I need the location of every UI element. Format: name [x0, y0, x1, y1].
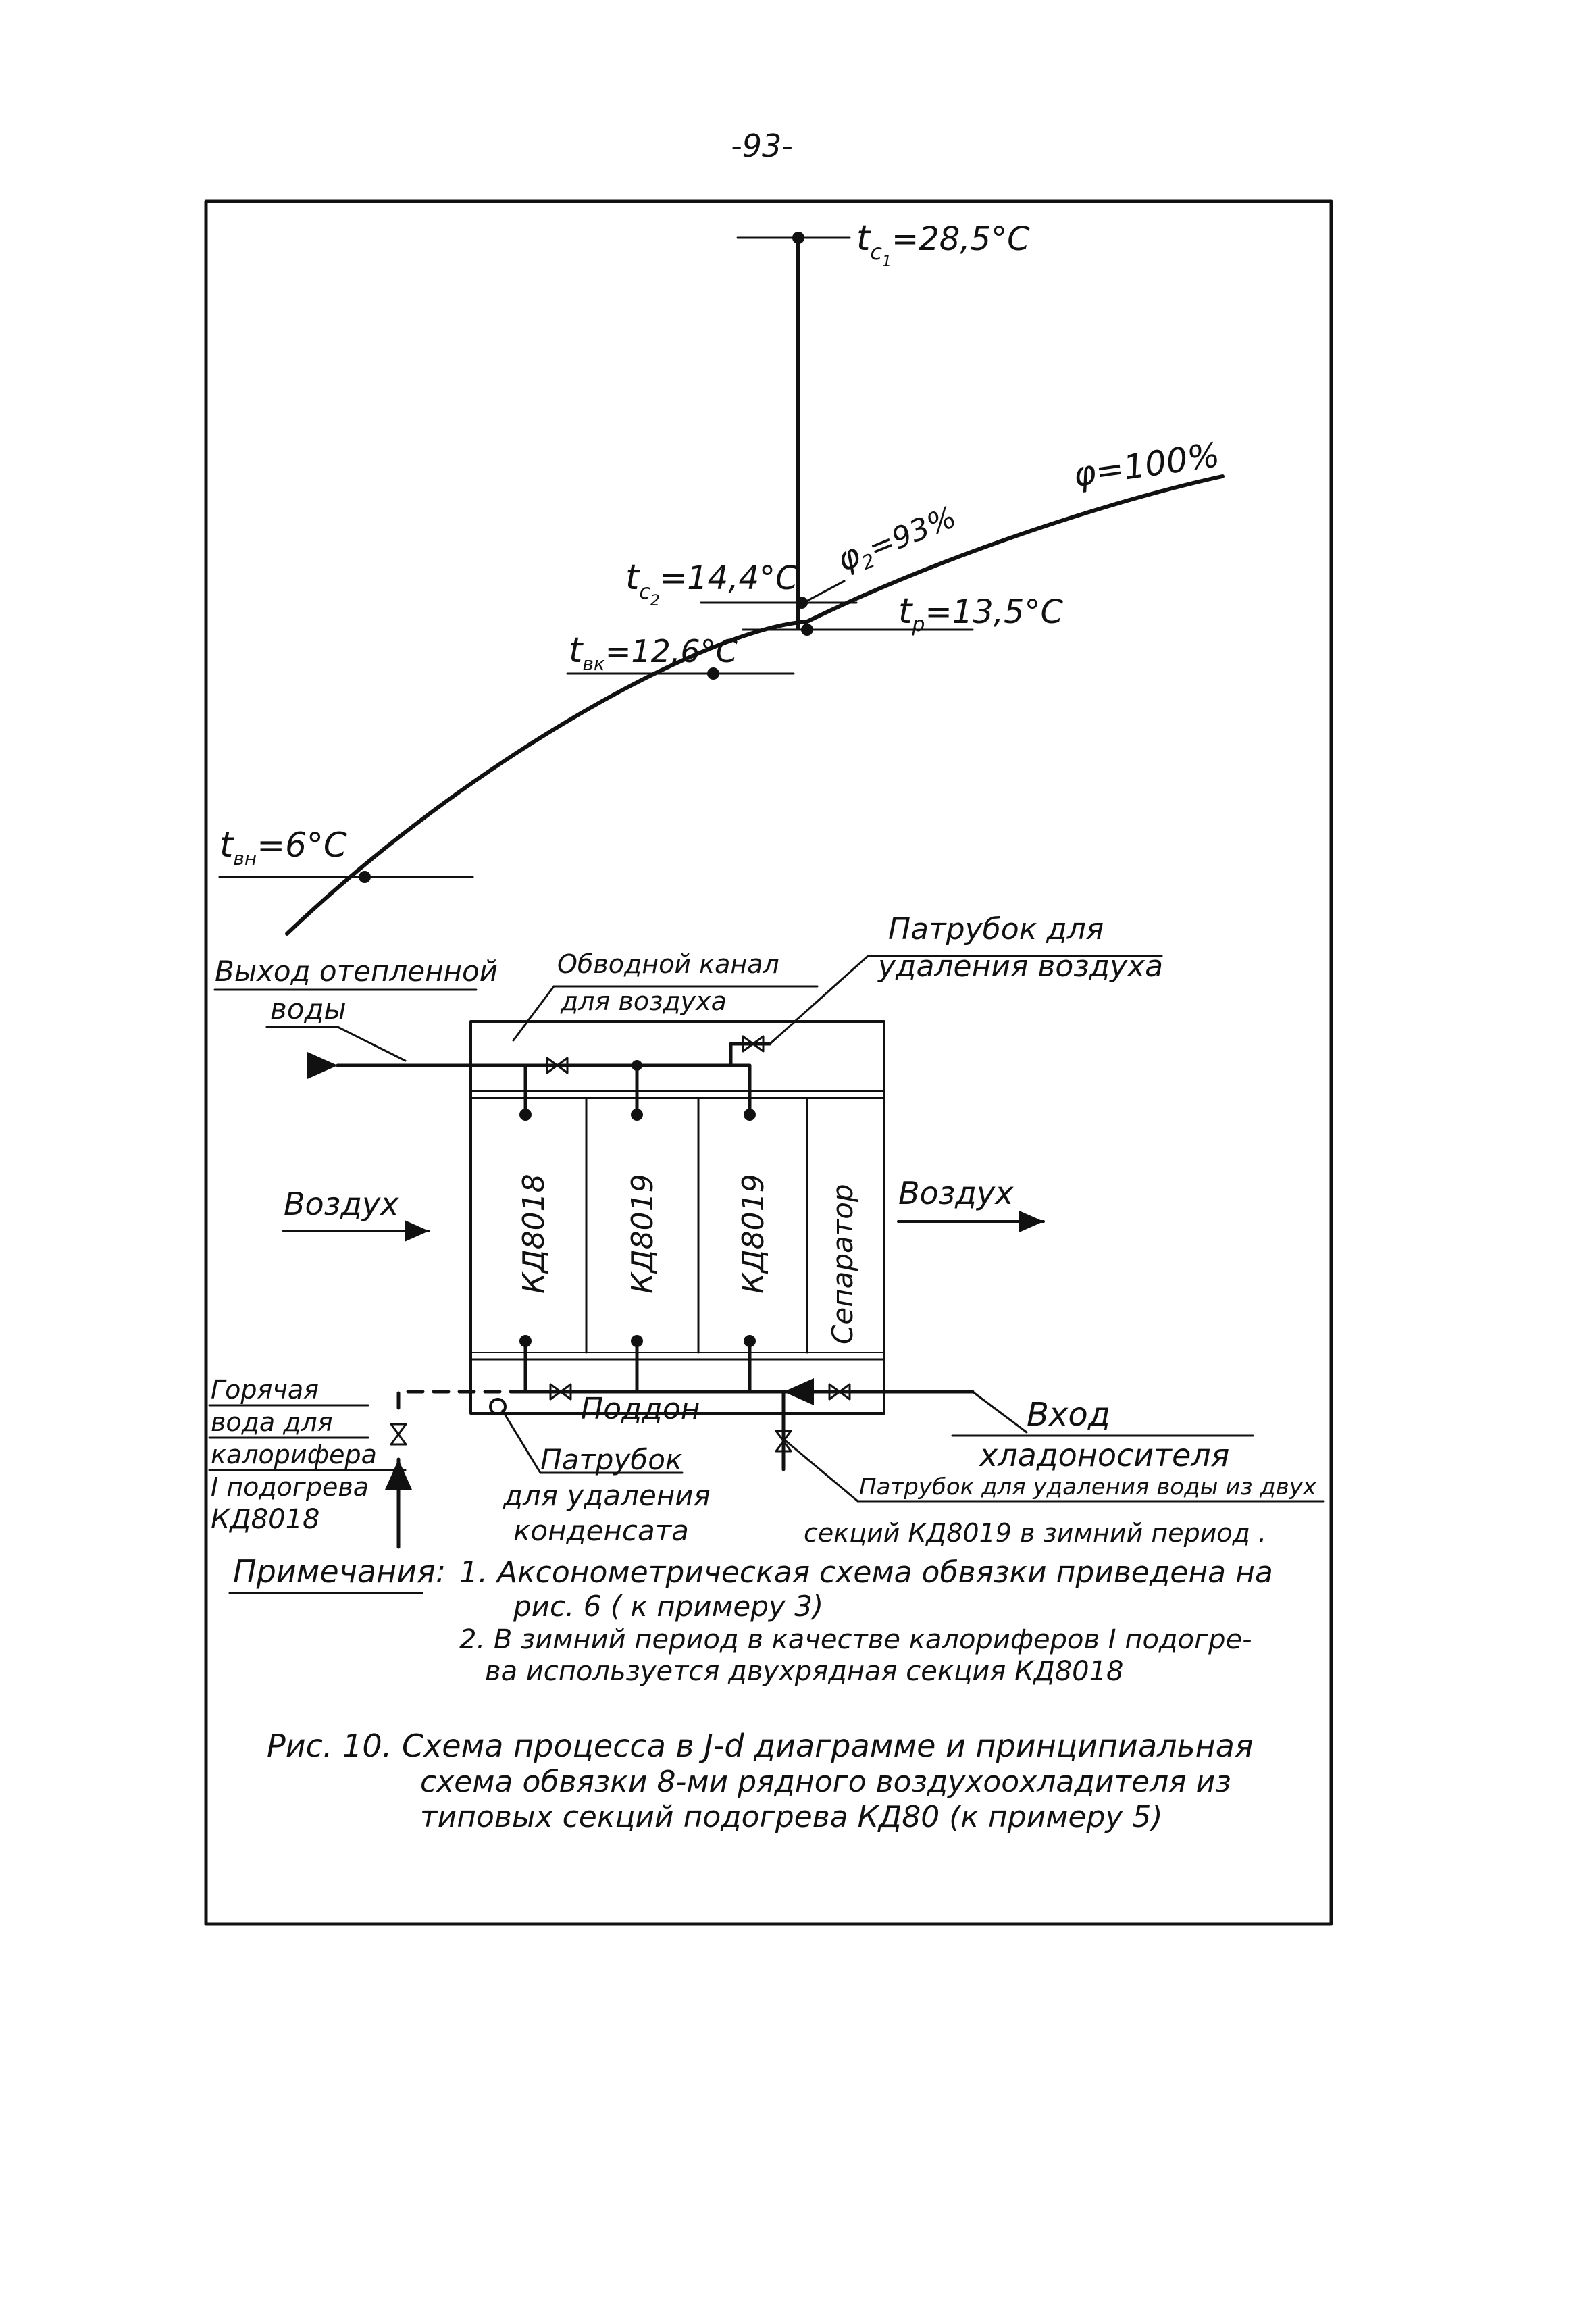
caption-line2: схема обвязки 8-ми рядного воздухоохлади…: [420, 1765, 1231, 1799]
caption-line1: Рис. 10. Схема процесса в J-d диаграмме …: [267, 1728, 1254, 1764]
bypass-label-line2: для воздуха: [560, 986, 727, 1016]
condensate-line2: для удаления: [503, 1479, 711, 1512]
page-number: -93-: [731, 128, 793, 164]
drain-line2: секций КД8019 в зимний период .: [804, 1518, 1266, 1548]
t-c2-point: [796, 597, 808, 609]
caption-line3: типовых секций подогрева КД80 (к примеру…: [420, 1800, 1163, 1834]
top-node-3: [744, 1109, 756, 1121]
vent-label-line2: удаления воздуха: [877, 949, 1163, 984]
phi-100-label: φ=100%: [1071, 435, 1222, 495]
t-c1-label: tc1=28,5°C: [856, 218, 1030, 270]
drain-line1: Патрубок для удаления воды из двух: [859, 1473, 1317, 1501]
bypass-leader: [512, 985, 555, 1042]
t-vk-point: [707, 667, 719, 680]
inlet-valve-1: [549, 1383, 572, 1401]
section-label-2: КД8019: [625, 1174, 660, 1294]
notes: Примечания: 1. Аксонометрическая схема о…: [228, 1553, 1273, 1687]
top-junction-2: [632, 1060, 642, 1071]
phi-2-leader: [802, 580, 846, 604]
condensate-line1: Патрубок: [540, 1443, 683, 1476]
section-label-3: КД8019: [736, 1174, 771, 1294]
piping-scheme: Патрубок для удаления воздуха Обводной к…: [208, 912, 1325, 1549]
hot-water-dashed: [396, 1390, 527, 1417]
vent-label-line1: Патрубок для: [888, 912, 1104, 947]
outlet-label-line1: Выход отепленной: [215, 955, 498, 988]
t-c2-label: tc2=14,4°C: [625, 557, 798, 609]
jd-diagram: tc1=28,5°C φ=100% tc2=14,4°C φ2=93% tр=1…: [218, 218, 1225, 936]
phi-2-label: φ2=93%: [832, 497, 963, 582]
top-node-2: [631, 1109, 643, 1121]
outlet-leader: [336, 1026, 407, 1062]
outlet-valve: [546, 1057, 569, 1074]
vent-leader: [769, 955, 869, 1045]
condensate-nozzle: [489, 1398, 507, 1415]
t-vn-label: tвн=6°C: [220, 825, 347, 870]
hot-water-valve: [390, 1423, 407, 1446]
section-label-1: КД8018: [517, 1174, 551, 1294]
hot-water-line3: калорифера: [211, 1440, 377, 1469]
figure-frame: [204, 199, 1333, 1926]
drain-valve: [775, 1430, 792, 1453]
bottom-node-3: [744, 1335, 756, 1347]
condensate-leader: [501, 1409, 542, 1474]
vent-pipe: [729, 1042, 772, 1067]
vent-valve: [742, 1035, 765, 1053]
t-vn-point: [359, 871, 371, 883]
outlet-label-line2: воды: [270, 992, 346, 1026]
saturation-curve: [285, 474, 1225, 936]
bottom-node-1: [519, 1335, 532, 1347]
top-node-1: [519, 1109, 532, 1121]
note-2b: ва используется двухрядная секция КД8018: [485, 1656, 1124, 1687]
drain-leader: [782, 1438, 859, 1503]
hot-water-line2: вода для: [211, 1407, 333, 1437]
t-p-point: [801, 624, 813, 636]
inlet-valve-2: [828, 1383, 851, 1401]
coolant-label-line2: хладоносителя: [978, 1437, 1229, 1473]
air-out-label: Воздух: [898, 1175, 1014, 1211]
t-vk-label: tвк=12,6°C: [569, 630, 738, 675]
hot-water-line4: I подогрева: [211, 1472, 369, 1502]
notes-heading: Примечания:: [233, 1553, 446, 1590]
section-label-4: Сепаратор: [826, 1184, 859, 1344]
bottom-node-2: [631, 1335, 643, 1347]
air-in-label: Воздух: [284, 1186, 399, 1222]
condensate-line3: конденсата: [513, 1514, 689, 1547]
t-c1-point: [792, 232, 804, 244]
figure-caption: Рис. 10. Схема процесса в J-d диаграмме …: [267, 1728, 1254, 1834]
hot-water-line1: Горячая: [211, 1375, 319, 1405]
hot-water-line5: КД8018: [211, 1504, 319, 1535]
bypass-label-line1: Обводной канал: [557, 949, 779, 979]
note-1b: рис. 6 ( к примеру 3): [513, 1590, 823, 1623]
coolant-label-line1: Вход: [1027, 1396, 1110, 1434]
note-1a: 1. Аксонометрическая схема обвязки приве…: [459, 1555, 1273, 1590]
t-p-label: tр=13,5°C: [898, 591, 1064, 636]
coolant-leader: [971, 1390, 1028, 1434]
cooler-housing: [469, 1020, 885, 1415]
note-2a: 2. В зимний период в качестве калориферо…: [459, 1624, 1252, 1655]
tray-label: Поддон: [581, 1392, 700, 1426]
